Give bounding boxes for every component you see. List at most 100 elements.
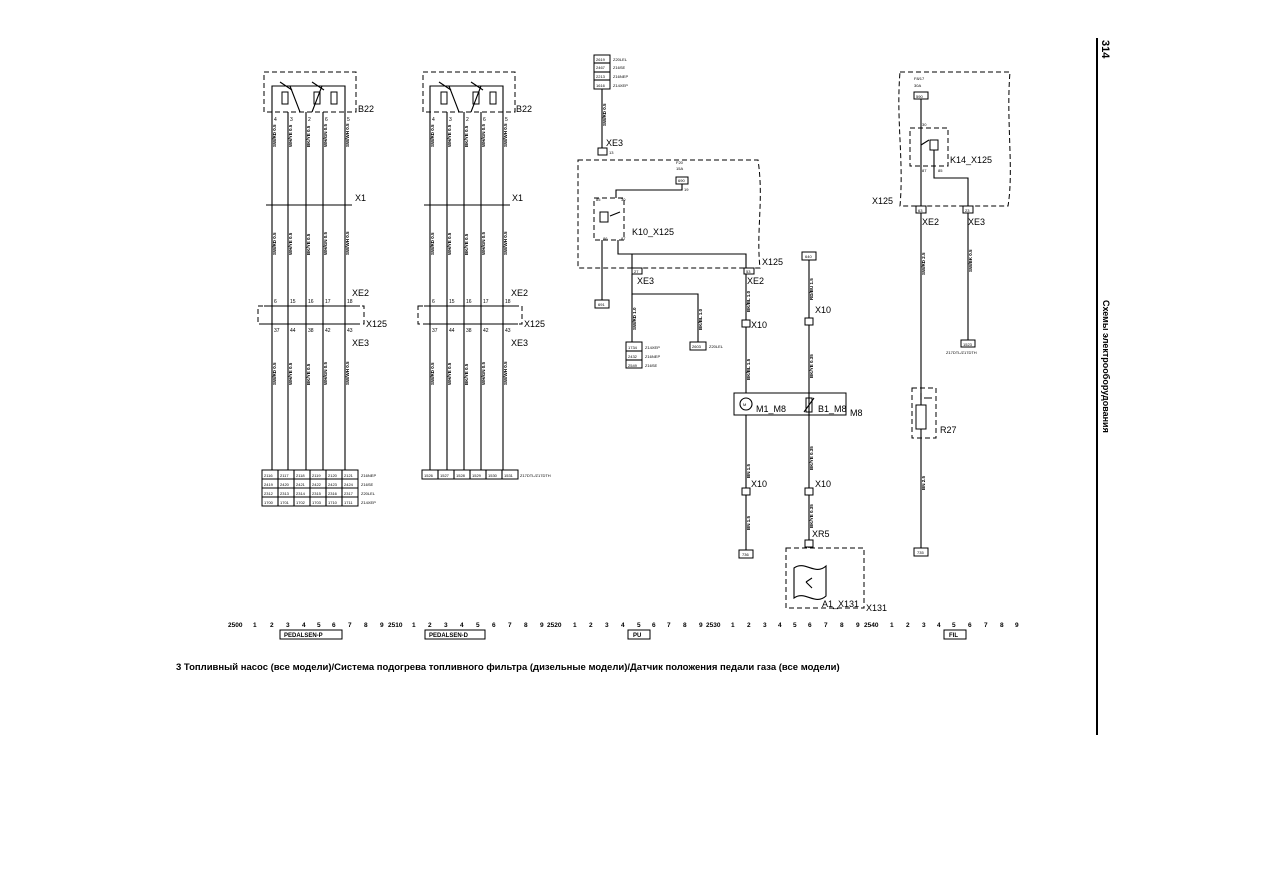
ruler-mark: 4 xyxy=(621,622,625,629)
out-table-engine: Z16NEP xyxy=(645,354,660,359)
xe3-branch-wire xyxy=(631,274,699,342)
ruler-mark: 3 xyxy=(763,622,767,629)
x1-label: X1 xyxy=(355,193,366,203)
k14-pin-30: 30 xyxy=(922,122,927,127)
heater-ctrl-engine: Z17DTL/Z17DTH xyxy=(946,350,977,355)
table-1-cell: 2314 xyxy=(296,491,306,496)
k14-relay-coil xyxy=(929,139,939,151)
wire-color-lower-1-3: BK/YE 0.5 xyxy=(306,363,311,385)
out-wire-color-1: SW/RD 1.0 xyxy=(632,307,637,330)
xe2-pin-2-5: 18 xyxy=(505,299,511,305)
wire-color-upper-1-5: SW/WH 0.5 xyxy=(345,123,350,147)
k10-pin-30: 30 xyxy=(621,197,626,202)
sensor-pin-2-4: 6 xyxy=(483,117,486,123)
ruler-mark: 1 xyxy=(412,622,416,629)
table-1-cell: 2316 xyxy=(328,491,338,496)
m8-label: M8 xyxy=(850,408,863,418)
ruler-mark: 7 xyxy=(667,622,671,629)
ruler-mark: 8 xyxy=(524,622,528,629)
table-1-cell: 1710 xyxy=(328,500,338,505)
b22-wiper-arrow-2 xyxy=(311,81,325,91)
xe2-pin-2-4: 17 xyxy=(483,299,489,305)
pump-ground-wire-color-2: BN 1.5 xyxy=(746,515,751,530)
sensor-pin-1-1: 4 xyxy=(274,117,277,123)
table-1-cell: 2118 xyxy=(296,473,305,478)
table-2-cell: 1529 xyxy=(472,473,482,478)
wire-color-mid-1-2: WH/YE 0.5 xyxy=(288,232,293,255)
sensor-pin-2-5: 5 xyxy=(505,117,508,123)
ruler-mark: 3 xyxy=(286,622,290,629)
ruler-mark: 5 xyxy=(637,622,641,629)
b22-housing-2 xyxy=(422,71,516,113)
ruler-mark: 2530 xyxy=(706,622,721,629)
b22-sensor-element-3 xyxy=(330,91,338,105)
x125-band-1 xyxy=(257,305,365,325)
a1-label: A1_X131 xyxy=(822,599,859,609)
ruler-mark: 7 xyxy=(508,622,512,629)
z20-output-number: 2603 xyxy=(692,344,702,349)
sensor-pin-2-1: 4 xyxy=(432,117,435,123)
ruler-mark: 8 xyxy=(1000,622,1004,629)
table-1-cell: 2423 xyxy=(328,482,338,487)
xe3-pin-2-2: 44 xyxy=(449,328,455,334)
ruler-tag-box-pedalsen-d xyxy=(424,629,486,640)
ruler-mark: 9 xyxy=(699,622,703,629)
ruler-mark: 4 xyxy=(460,622,464,629)
k10-pin-86: 86 xyxy=(603,236,608,241)
table-1-cell: 2419 xyxy=(264,482,274,487)
ruler-mark: 1 xyxy=(253,622,257,629)
fuel-feed-table: 2619 Z20LEL 2467 Z16SE 2213 Z16NEP 1616 … xyxy=(593,54,628,90)
ruler-mark: 3 xyxy=(922,622,926,629)
table-1-engine: Z16SE xyxy=(361,482,374,487)
ruler-mark: 6 xyxy=(968,622,972,629)
table-1-cell: 1701 xyxy=(280,500,290,505)
feed-table-engine: Z16SE xyxy=(613,65,626,70)
k10-relay-coil xyxy=(599,211,609,223)
xe3-pin-1-1: 37 xyxy=(274,328,280,334)
xe3-label-1: XE3 xyxy=(352,338,369,348)
x125-heater-housing xyxy=(898,71,1011,207)
sensor-pin-1-3: 2 xyxy=(308,117,311,123)
wire-color-upper-2-2: WH/YE 0.5 xyxy=(447,124,452,147)
feed-wire-color: SW/RD 0.5 xyxy=(602,103,607,126)
k14-relay-housing xyxy=(909,127,949,167)
wire-color-lower-1-4: WH/GN 0.5 xyxy=(323,361,328,385)
pump-ground-wire-color: BN 1.5 xyxy=(746,463,751,478)
level-wire-color-4: BK/YE 0.35 xyxy=(809,504,814,528)
ground-box-691-label: 691 xyxy=(598,302,605,307)
xe3-pin-1-2: 44 xyxy=(290,328,296,334)
wire-color-mid-2-2: WH/YE 0.5 xyxy=(447,232,452,255)
table-1-cell: 1700 xyxy=(264,500,274,505)
z20-output-engine: Z20LEL xyxy=(709,344,724,349)
xe2-label-heater: XE2 xyxy=(922,217,939,227)
xe3-label-2: XE3 xyxy=(511,338,528,348)
grid-ruler: 2500 1 2 3 4 5 6 7 8 9 2510 1 2 3 4 5 6 … xyxy=(228,622,1019,640)
table-1-cell: 2119 xyxy=(312,473,321,478)
ruler-mark: 4 xyxy=(778,622,782,629)
x125-band-2 xyxy=(417,305,523,325)
table-1-cell: 1703 xyxy=(312,500,322,505)
fuse-f20-label: F20 xyxy=(676,160,684,165)
k10-pin-85: 85 xyxy=(596,197,601,202)
k14-pin-85: 85 xyxy=(938,168,943,173)
ground-box-735-label: 735 xyxy=(917,550,924,555)
out-table-cell: 1734 xyxy=(628,345,638,350)
wire-color-upper-1-1: SW/RD 0.5 xyxy=(272,124,277,147)
x10-pin-level-upper xyxy=(804,317,814,326)
figure-caption: 3 Топливный насос (все модели)/Система п… xyxy=(176,662,840,673)
pump-motor-symbol: M xyxy=(743,402,746,407)
pedal-sensor-section-1: B22 4 3 2 6 5 SW/RD 0.5 WH/YE 0.5 BK/YE … xyxy=(257,71,387,507)
ruler-mark: 5 xyxy=(476,622,480,629)
wire-color-upper-2-4: WH/GN 0.5 xyxy=(481,123,486,147)
ruler-mark: 1 xyxy=(573,622,577,629)
ruler-mark: 3 xyxy=(444,622,448,629)
xr5-pin-box xyxy=(804,539,814,548)
r27-wire-color: BN 2.5 xyxy=(921,475,926,490)
r27-housing xyxy=(911,387,937,439)
table-1-cell: 2424 xyxy=(344,482,354,487)
b22-2-sensor-element-1 xyxy=(440,91,448,105)
engine-variant-table-2: 1526 1527 1528 1529 1530 1531 Z17DTL/Z17… xyxy=(421,469,551,480)
table-2-engine: Z17DTL/Z17DTH xyxy=(520,473,551,478)
ruler-mark: 9 xyxy=(380,622,384,629)
out-table-frame xyxy=(625,341,643,369)
